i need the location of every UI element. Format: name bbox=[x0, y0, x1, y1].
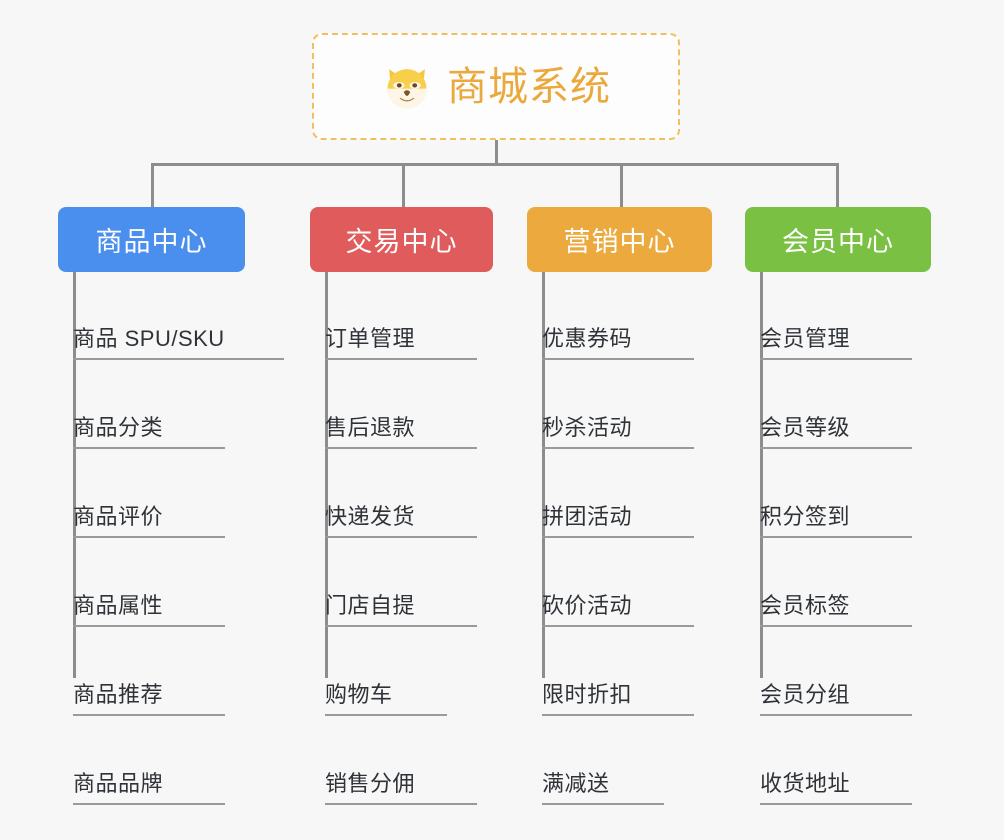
leaf-rule bbox=[73, 803, 225, 805]
leaf-label: 会员标签 bbox=[760, 593, 851, 618]
leaf-rule bbox=[760, 803, 912, 805]
leaf-label: 积分签到 bbox=[760, 504, 851, 529]
leaf-rule bbox=[73, 447, 225, 449]
leaf-label: 满减送 bbox=[542, 771, 610, 796]
leaf-rule bbox=[73, 358, 284, 360]
category-header-3[interactable]: 营销中心 bbox=[527, 207, 712, 272]
leaf-label: 会员等级 bbox=[760, 415, 851, 440]
leaf-rule bbox=[760, 536, 912, 538]
leaf-label: 砍价活动 bbox=[542, 593, 633, 618]
leaf-label: 会员分组 bbox=[760, 682, 851, 707]
column-trunk-3 bbox=[542, 272, 545, 678]
leaf-label: 拼团活动 bbox=[542, 504, 633, 529]
leaf-rule bbox=[760, 625, 912, 627]
leaf-label: 优惠券码 bbox=[542, 326, 633, 351]
category-title-2: 交易中心 bbox=[345, 227, 458, 257]
leaf-label: 商品分类 bbox=[73, 415, 164, 440]
leaf-rule bbox=[542, 536, 694, 538]
connector-bus bbox=[151, 163, 839, 166]
leaf-rule bbox=[542, 714, 694, 716]
category-header-4[interactable]: 会员中心 bbox=[745, 207, 931, 272]
connector-drop-1 bbox=[151, 163, 154, 209]
leaf-rule bbox=[73, 536, 225, 538]
root-stem bbox=[495, 140, 498, 164]
leaf-rule bbox=[325, 714, 447, 716]
leaf-label: 订单管理 bbox=[325, 326, 416, 351]
leaf-rule bbox=[542, 358, 694, 360]
root-node[interactable]: 商城系统 bbox=[312, 33, 680, 140]
category-header-1[interactable]: 商品中心 bbox=[58, 207, 245, 272]
leaf-rule bbox=[325, 536, 477, 538]
leaf-label: 收货地址 bbox=[760, 771, 851, 796]
leaf-rule bbox=[325, 625, 477, 627]
leaf-rule bbox=[73, 625, 225, 627]
column-trunk-4 bbox=[760, 272, 763, 678]
leaf-rule bbox=[325, 358, 477, 360]
category-title-3: 营销中心 bbox=[563, 227, 676, 257]
leaf-rule bbox=[542, 803, 664, 805]
leaf-rule bbox=[542, 625, 694, 627]
leaf-label: 购物车 bbox=[325, 682, 393, 707]
leaf-label: 快递发货 bbox=[325, 504, 416, 529]
connector-drop-4 bbox=[836, 163, 839, 209]
leaf-label: 售后退款 bbox=[325, 415, 416, 440]
leaf-rule bbox=[325, 447, 477, 449]
leaf-label: 商品推荐 bbox=[73, 682, 164, 707]
leaf-rule bbox=[760, 358, 912, 360]
category-title-1: 商品中心 bbox=[95, 227, 208, 257]
leaf-label: 商品品牌 bbox=[73, 771, 164, 796]
leaf-label: 限时折扣 bbox=[542, 682, 633, 707]
category-title-4: 会员中心 bbox=[782, 227, 894, 257]
connector-drop-2 bbox=[402, 163, 405, 209]
leaf-rule bbox=[760, 447, 912, 449]
leaf-rule bbox=[325, 803, 477, 805]
category-header-2[interactable]: 交易中心 bbox=[310, 207, 493, 272]
leaf-rule bbox=[760, 714, 912, 716]
leaf-rule bbox=[73, 714, 225, 716]
root-title: 商城系统 bbox=[447, 64, 611, 109]
leaf-label: 商品 SPU/SKU bbox=[73, 326, 225, 351]
leaf-label: 门店自提 bbox=[325, 593, 416, 618]
leaf-label: 商品属性 bbox=[73, 593, 164, 618]
leaf-label: 秒杀活动 bbox=[542, 415, 633, 440]
column-trunk-2 bbox=[325, 272, 328, 678]
leaf-label: 会员管理 bbox=[760, 326, 851, 351]
shiba-dog-icon bbox=[387, 68, 427, 108]
leaf-rule bbox=[542, 447, 694, 449]
column-trunk-1 bbox=[73, 272, 76, 678]
leaf-label: 销售分佣 bbox=[325, 771, 416, 796]
leaf-label: 商品评价 bbox=[73, 504, 164, 529]
connector-drop-3 bbox=[620, 163, 623, 209]
